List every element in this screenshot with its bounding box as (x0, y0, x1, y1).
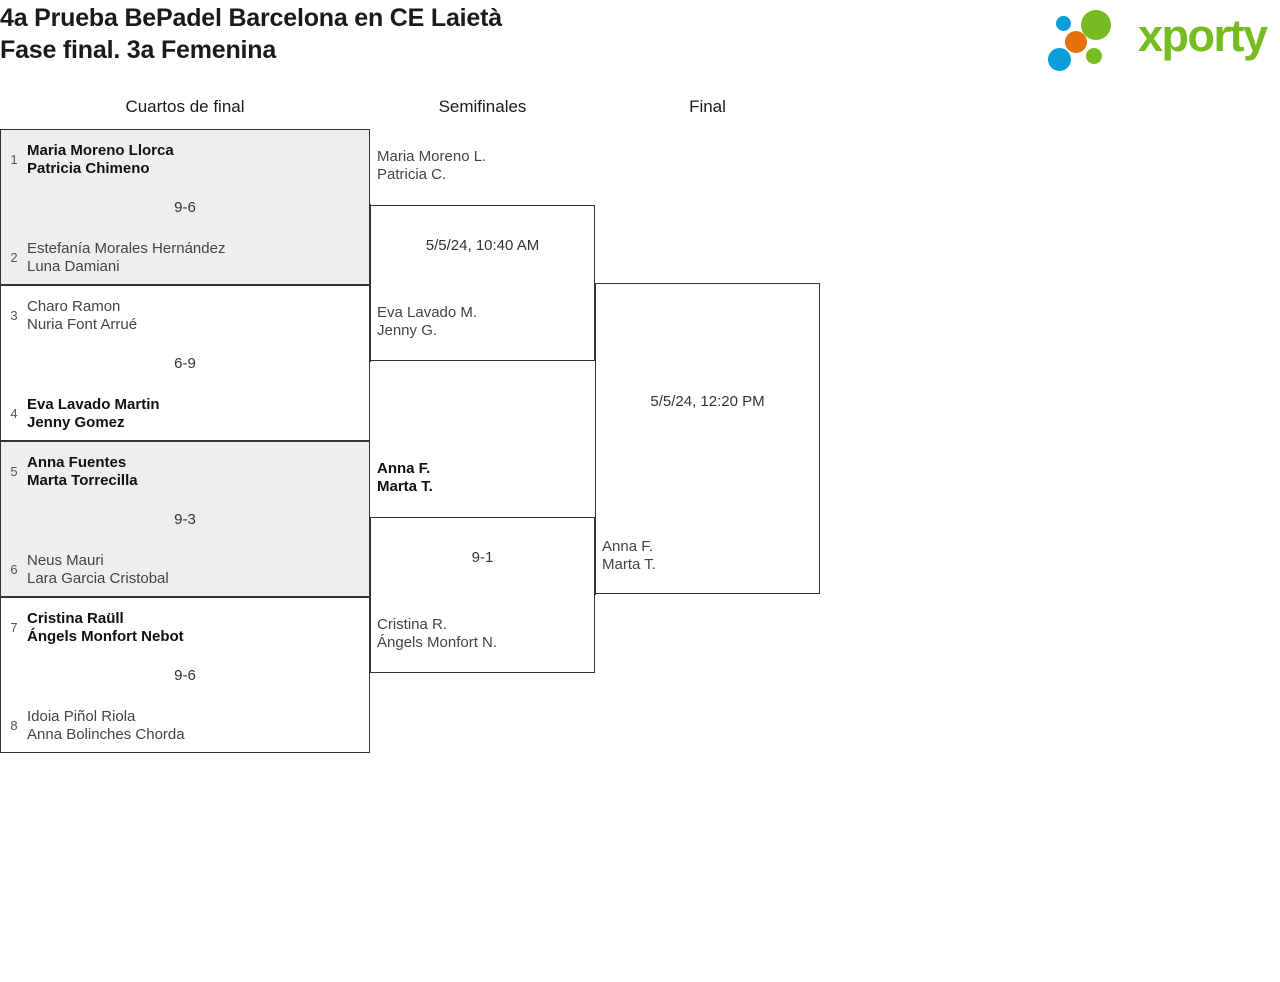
logo-dot-blue-large (1048, 48, 1071, 71)
connector-sf2-to-final (595, 594, 596, 595)
team-names: Maria Moreno L. Patricia C. (377, 148, 487, 183)
round-header-quarterfinals: Cuartos de final (125, 97, 245, 116)
match-final-slot-bottom[interactable]: Anna F. Marta T. (602, 538, 817, 578)
team-names: Anna F. Marta T. (602, 538, 656, 573)
seed-number: 7 (10, 620, 18, 635)
match-qf2-score: 6-9 (174, 355, 196, 372)
match-sf1-slot-top[interactable]: Maria Moreno L. Patricia C. (377, 148, 592, 188)
round-header-final: Final (689, 97, 726, 116)
xporty-logo[interactable]: xporty (1046, 8, 1276, 71)
match-qf1-slot-bottom[interactable]: 2 Estefanía Morales Hernández Luna Damia… (1, 234, 369, 278)
logo-dot-green-small (1086, 48, 1102, 64)
match-sf1-slot-bottom[interactable]: Eva Lavado M. Jenny G. (377, 304, 592, 344)
team-names: Idoia Piñol Riola Anna Bolinches Chorda (27, 708, 185, 743)
team-names: Eva Lavado M. Jenny G. (377, 304, 478, 339)
connector-qf1-to-sf1 (370, 204, 371, 205)
match-qf4[interactable]: 7 Cristina Raüll Ángels Monfort Nebot 9-… (0, 597, 370, 753)
match-qf2-slot-bottom[interactable]: 4 Eva Lavado Martin Jenny Gomez (1, 390, 369, 434)
match-qf1-score: 9-6 (174, 199, 196, 216)
connector-sf1-to-final (595, 283, 596, 284)
match-qf3-slot-top[interactable]: 5 Anna Fuentes Marta Torrecilla (1, 448, 369, 492)
match-sf2-slot-top[interactable]: Anna F. Marta T. (377, 460, 592, 500)
match-qf3[interactable]: 5 Anna Fuentes Marta Torrecilla 9-3 6 Ne… (0, 441, 370, 597)
seed-number: 8 (10, 718, 18, 733)
match-final-schedule: 5/5/24, 12:20 PM (650, 393, 765, 410)
seed-number: 5 (10, 464, 18, 479)
seed-number: 3 (10, 308, 18, 323)
seed-number: 2 (10, 250, 18, 265)
team-names: Anna F. Marta T. (377, 460, 433, 495)
match-qf2-slot-top[interactable]: 3 Charo Ramon Nuria Font Arrué (1, 292, 369, 336)
match-final[interactable]: 5/5/24, 12:20 PM (595, 283, 820, 594)
seed-number: 1 (10, 152, 18, 167)
match-sf2-score: 9-1 (471, 549, 494, 566)
match-qf3-score: 9-3 (174, 511, 196, 528)
match-qf4-slot-top[interactable]: 7 Cristina Raüll Ángels Monfort Nebot (1, 604, 369, 648)
match-qf4-slot-bottom[interactable]: 8 Idoia Piñol Riola Anna Bolinches Chord… (1, 702, 369, 746)
round-header-semifinals: Semifinales (438, 97, 527, 116)
match-sf2-slot-bottom[interactable]: Cristina R. Ángels Monfort N. (377, 616, 592, 656)
match-sf2[interactable]: 9-1 (370, 517, 595, 673)
page-title: 4a Prueba BePadel Barcelona en CE Laietà… (0, 4, 502, 64)
connector-qf2-to-sf1 (370, 361, 371, 362)
logo-dot-orange (1065, 31, 1087, 53)
team-names: Maria Moreno Llorca Patricia Chimeno (27, 142, 174, 177)
team-names: Cristina Raüll Ángels Monfort Nebot (27, 610, 184, 645)
logo-dot-green-large (1081, 10, 1111, 40)
team-names: Anna Fuentes Marta Torrecilla (27, 454, 138, 489)
match-final-slot-top[interactable] (602, 226, 817, 266)
team-names: Eva Lavado Martin Jenny Gomez (27, 396, 160, 431)
match-qf3-slot-bottom[interactable]: 6 Neus Mauri Lara Garcia Cristobal (1, 546, 369, 590)
seed-number: 6 (10, 562, 18, 577)
team-names: Cristina R. Ángels Monfort N. (377, 616, 498, 651)
team-names: Charo Ramon Nuria Font Arrué (27, 298, 138, 333)
logo-dot-blue-small (1056, 16, 1071, 31)
team-names: Neus Mauri Lara Garcia Cristobal (27, 552, 169, 587)
match-qf4-score: 9-6 (174, 667, 196, 684)
seed-number: 4 (10, 406, 18, 421)
match-qf1-slot-top[interactable]: 1 Maria Moreno Llorca Patricia Chimeno (1, 136, 369, 180)
match-qf1[interactable]: 1 Maria Moreno Llorca Patricia Chimeno 9… (0, 129, 370, 285)
match-sf1[interactable]: 5/5/24, 10:40 AM (370, 205, 595, 361)
match-sf1-schedule: 5/5/24, 10:40 AM (425, 237, 540, 254)
team-names: Estefanía Morales Hernández Luna Damiani (27, 240, 226, 275)
logo-wordmark: xporty (1138, 10, 1268, 61)
page-header: 4a Prueba BePadel Barcelona en CE Laietà… (0, 0, 1280, 90)
match-qf2[interactable]: 3 Charo Ramon Nuria Font Arrué 6-9 4 Eva… (0, 285, 370, 441)
